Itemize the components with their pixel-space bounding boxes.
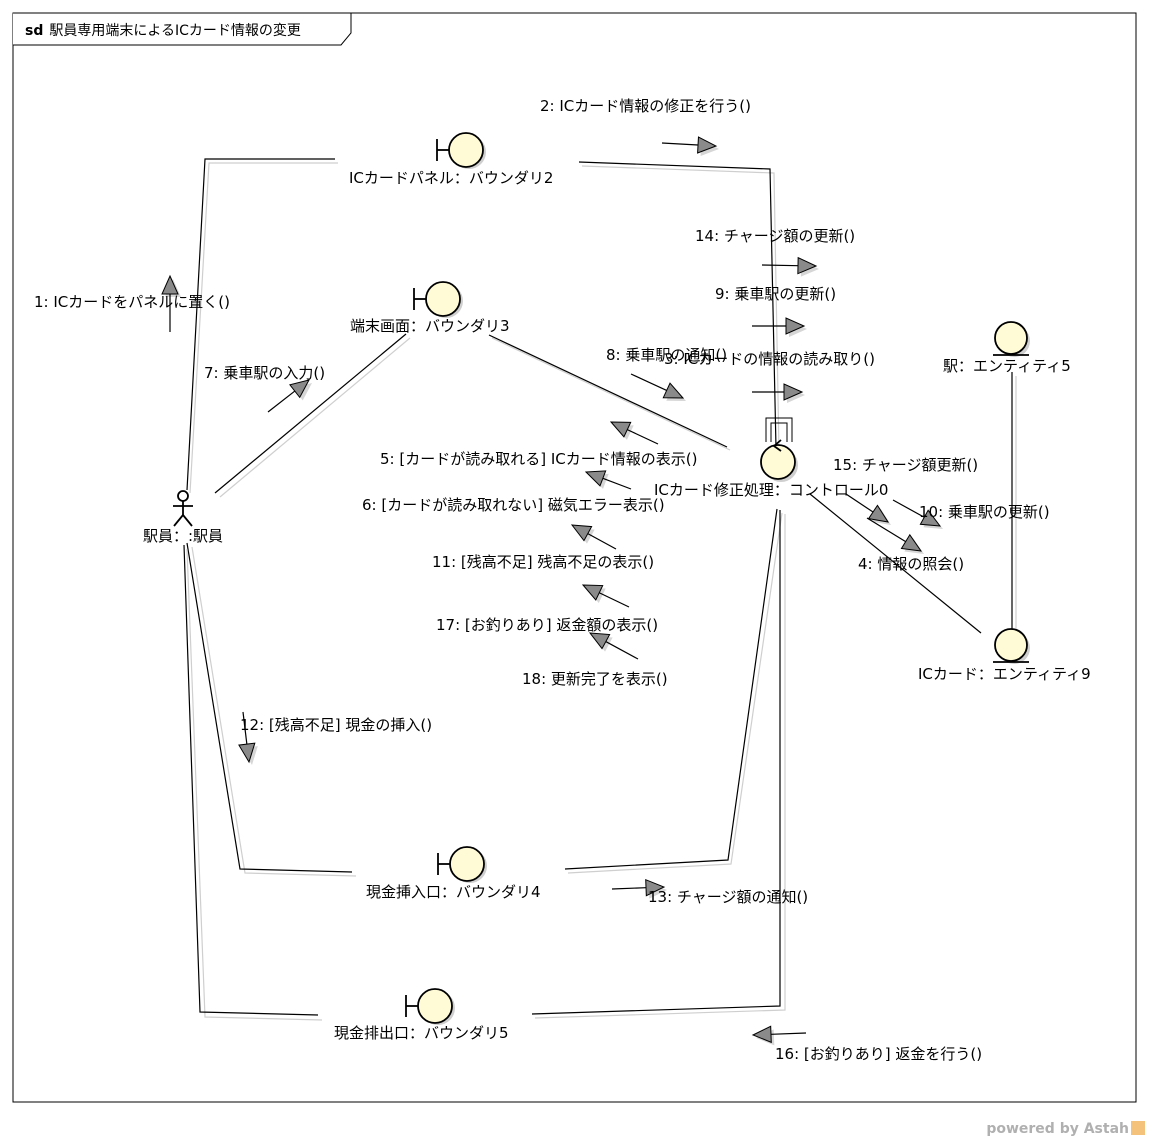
arrowhead-icon (919, 509, 942, 527)
arrowhead-icon (797, 256, 818, 275)
message-label: 13: チャージ額の通知() (648, 888, 808, 906)
message-arrow-line (630, 373, 667, 392)
message-label: 14: チャージ額の更新() (695, 227, 855, 245)
link-actor-insert (186, 542, 353, 873)
link-dispense-control (531, 510, 781, 1015)
message-arrow-line (892, 499, 925, 518)
arrowhead-icon (783, 383, 804, 401)
message-arrows (161, 136, 943, 1046)
object-label-insert: 現金挿入口：バウンダリ4 (366, 883, 541, 901)
link-insert-control (564, 508, 778, 870)
link-screen-control (488, 334, 728, 448)
message-label: 16: [お釣りあり] 返金を行う() (775, 1045, 982, 1063)
actor-icon (173, 490, 193, 527)
entity-icon (993, 321, 1030, 357)
message-arrow-line (598, 592, 630, 608)
object-label-screen: 端末画面：バウンダリ3 (350, 317, 510, 335)
message-label: 18: 更新完了を表示() (522, 670, 668, 688)
link-actor-dispense (183, 544, 319, 1016)
control-icon (760, 417, 798, 482)
message-arrow-line (845, 493, 874, 513)
object-label-iccard: ICカード：エンティティ9 (918, 665, 1091, 683)
message-arrow-line (587, 533, 617, 550)
message-arrow-line (866, 517, 906, 543)
message-label: 10: 乗車駅の更新() (919, 503, 1050, 521)
link-actor-screen (214, 333, 407, 494)
arrowhead-icon (751, 1025, 772, 1044)
message-label: 6: [カードが読み取れない] 磁気エラー表示() (362, 496, 665, 514)
message-label: 7: 乗車駅の入力() (204, 364, 325, 382)
boundary-icon (436, 132, 486, 169)
arrowhead-icon (238, 742, 256, 764)
astah-logo-icon (1131, 1121, 1145, 1135)
object-label-dispense: 現金排出口：バウンダリ5 (334, 1024, 509, 1042)
object-label-panel: ICカードパネル：バウンダリ2 (349, 169, 553, 187)
message-label: 1: ICカードをパネルに置く() (34, 293, 230, 311)
message-arrow-line (611, 887, 647, 890)
object-label-control: ICカード修正処理：コントロール0 (654, 481, 888, 499)
message-label: 12: [残高不足] 現金の挿入() (240, 716, 432, 734)
arrowhead-icon (588, 632, 611, 650)
message-arrow-line (770, 1032, 807, 1035)
message-arrow-line (661, 142, 699, 146)
message-arrow-line (605, 641, 639, 660)
arrowhead-icon (584, 470, 607, 487)
message-label: 17: [お釣りあり] 返金額の表示() (436, 616, 658, 634)
arrowhead-icon (900, 533, 923, 552)
message-label: 5: [カードが読み取れる] ICカード情報の表示() (380, 450, 697, 468)
arrowhead-icon (289, 379, 310, 399)
link-panel-control (578, 161, 777, 449)
object-label-station: 駅：エンティティ5 (943, 357, 1071, 375)
arrowhead-icon (785, 317, 806, 335)
link-actor-panel (186, 158, 335, 491)
message-arrow-line (761, 264, 799, 267)
arrowhead-icon (161, 274, 179, 295)
message-label: 8: 乗車駅の通知() (606, 346, 727, 364)
message-arrow-line (242, 711, 248, 745)
arrowhead-icon (570, 524, 593, 542)
message-arrow-line (602, 477, 632, 490)
diagram-frame (12, 12, 1137, 1103)
powered-by-watermark: powered by Astah (986, 1121, 1145, 1137)
message-label: 15: チャージ額更新() (833, 456, 978, 474)
message-arrow-line (627, 429, 659, 445)
boundary-icon (413, 281, 463, 318)
boundary-icon (437, 846, 487, 883)
link-control-iccard (809, 493, 982, 634)
arrowhead-icon (697, 136, 718, 154)
arrowhead-icon (867, 504, 890, 523)
object-label-actor: 駅員：:駅員 (143, 527, 223, 545)
message-label: 11: [残高不足] 残高不足の表示() (432, 553, 654, 571)
message-label: 4: 情報の照会() (858, 555, 964, 573)
boundary-icon (405, 988, 455, 1025)
message-arrow-line (267, 390, 296, 413)
message-label: 9: 乗車駅の更新() (715, 285, 836, 303)
frame-title-tab (13, 12, 352, 46)
arrowhead-icon (645, 878, 666, 897)
arrowhead-icon (609, 421, 632, 438)
links (183, 158, 1017, 1021)
message-label: 2: ICカード情報の修正を行う() (540, 97, 751, 115)
message-label: 3: ICカードの情報の読み取り() (664, 350, 875, 368)
entity-icon (993, 628, 1030, 664)
arrowhead-icon (662, 382, 685, 399)
arrowhead-icon (581, 584, 604, 601)
